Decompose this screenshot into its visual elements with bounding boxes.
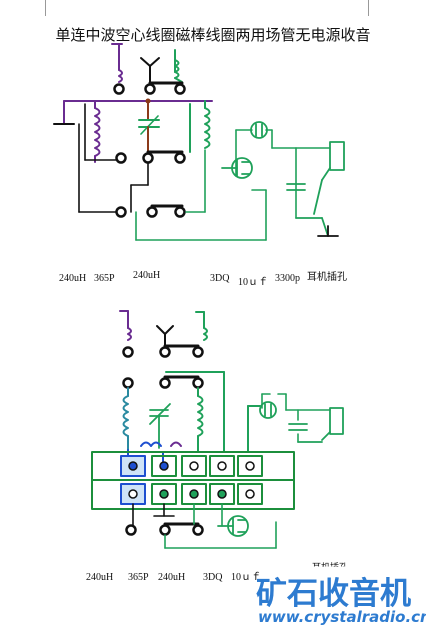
bottom-label-inductor1: 240uH (86, 572, 114, 583)
bottom-label-jack-partial: 耳机插孔 (312, 563, 349, 573)
top-label-cap-small: 3300p (275, 273, 300, 284)
top-variable-capacitor (138, 98, 160, 157)
pcb-board (91, 451, 295, 510)
purple-bus (53, 100, 213, 125)
bottom-switch-row-1 (122, 344, 204, 358)
top-label-cap-electrolytic: 10ｕｆ (238, 277, 268, 288)
bottom-switch-row-3 (125, 522, 204, 536)
top-inductor-left-secondary (84, 103, 118, 161)
top-switch-bottom (115, 204, 186, 218)
bottom-schematic (91, 310, 344, 549)
bottom-fet (217, 515, 249, 537)
top-ground (317, 225, 339, 237)
bottom-switch-row-2 (122, 375, 204, 389)
top-green-wires (135, 129, 331, 241)
page-corner-mark-right (368, 0, 369, 16)
bottom-headphone-jack (297, 407, 344, 443)
page-corner-mark-left (45, 0, 46, 16)
top-label-jack: 耳机插孔 (307, 272, 347, 283)
bottom-green-wires (164, 393, 331, 549)
bottom-inductor-left (122, 387, 129, 451)
top-switch-middle (115, 150, 186, 164)
bottom-label-capacitor: 365P (128, 572, 149, 583)
bottom-label-fet: 3DQ (203, 572, 223, 583)
top-headphone-jack (295, 141, 345, 237)
top-label-inductor2: 240uH (133, 270, 161, 281)
bottom-black-wires (132, 503, 175, 527)
diagram-title: 单连中波空心线圈磁棒线圈两用场管无电源收音 (55, 26, 371, 44)
watermark-site-name: 矿石收音机 (256, 576, 411, 612)
top-inductor-left (94, 100, 101, 163)
pcb-holes (128, 461, 255, 499)
top-fet (221, 157, 253, 179)
top-electrolytic-cap (250, 121, 268, 139)
top-inductor-right (189, 100, 211, 153)
top-label-fet: 3DQ (210, 273, 230, 284)
top-switch-row (113, 81, 186, 95)
top-purple-terminal (111, 43, 123, 83)
watermark-url: www.crystalradio.cn (258, 608, 426, 626)
bottom-green-terminal (195, 311, 208, 341)
top-label-inductor1: 240uH (59, 273, 87, 284)
top-label-capacitor: 365P (94, 273, 115, 284)
top-black-wires (78, 123, 149, 213)
top-schematic (53, 43, 345, 241)
bottom-purple-coil (170, 441, 182, 447)
bottom-label-inductor2: 240uH (158, 572, 186, 583)
bottom-electrolytic-cap (259, 401, 277, 419)
bottom-purple-terminal (119, 310, 132, 341)
bottom-small-cap (288, 423, 308, 431)
bottom-label-cap-electrolytic: 10ｕｆ (231, 572, 261, 583)
bottom-inductor-right (165, 371, 261, 453)
bottom-variable-capacitor (149, 403, 171, 449)
top-green-terminal (174, 49, 183, 83)
top-small-cap (286, 183, 306, 191)
